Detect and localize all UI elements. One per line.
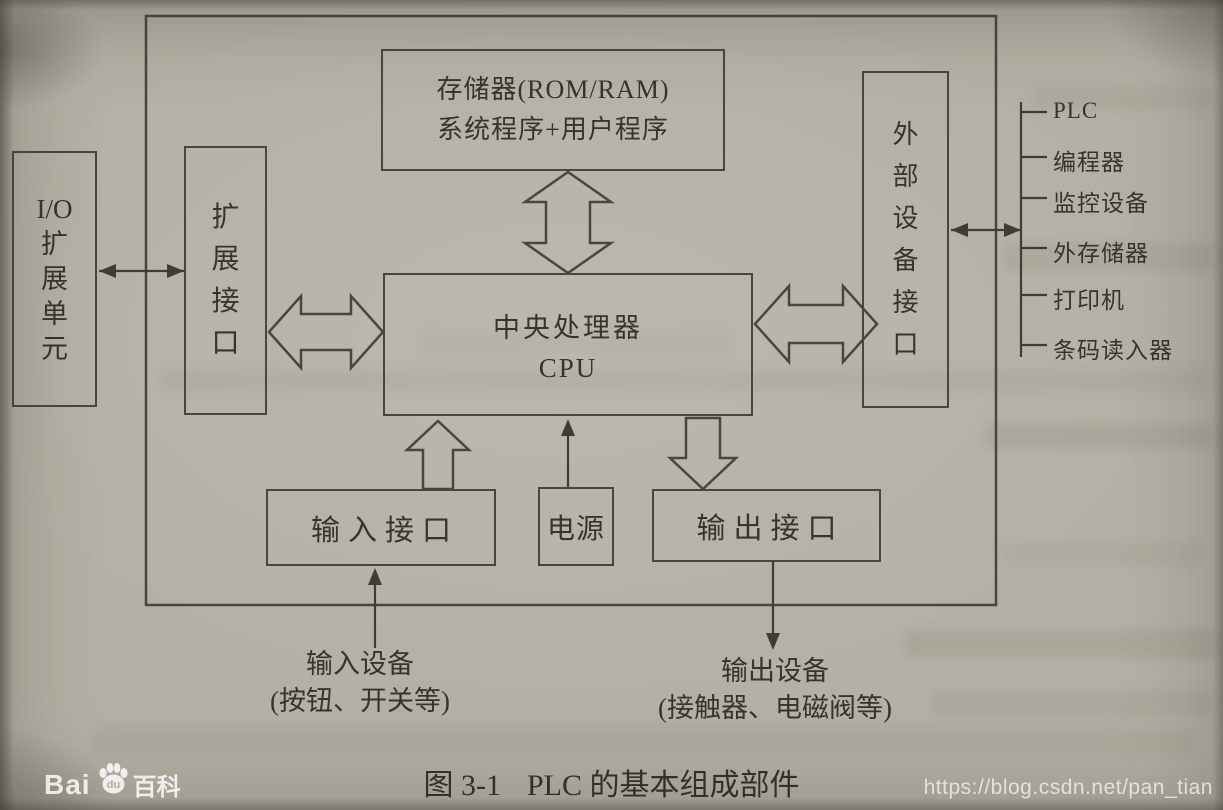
box-label: 口 bbox=[211, 327, 240, 359]
arrowhead bbox=[561, 419, 575, 436]
cpu-line2: CPU bbox=[538, 352, 598, 383]
output-devices-line1: 输出设备 bbox=[721, 656, 829, 686]
figure-number: 图 3-1 bbox=[423, 769, 501, 802]
baidu-logo-text: Bai bbox=[44, 768, 91, 800]
expansion-interface-box: 扩 展 接 口 bbox=[184, 146, 267, 415]
box-label: 元 bbox=[41, 333, 68, 364]
arrowhead bbox=[951, 223, 968, 237]
peripheral-item-printer: 打印机 bbox=[1053, 288, 1125, 313]
box-label: 扩 bbox=[41, 228, 68, 259]
box-label: 部 bbox=[892, 161, 919, 191]
box-label: 输入接口 bbox=[310, 514, 459, 547]
arrow-cpu-external bbox=[753, 282, 879, 366]
box-label: 展 bbox=[41, 263, 68, 294]
input-devices-label: 输入设备 (按钮、开关等) bbox=[250, 648, 470, 718]
cpu-box: 中央处理器 CPU bbox=[383, 273, 753, 416]
output-devices-label: 输出设备 (接触器、电磁阀等) bbox=[640, 655, 910, 725]
arrowhead bbox=[1004, 223, 1021, 237]
memory-line2: 系统程序+用户程序 bbox=[437, 115, 669, 144]
cpu-line1: 中央处理器 bbox=[493, 312, 643, 343]
figure-title: PLC 的基本组成部件 bbox=[526, 769, 800, 802]
box-label: 电源 bbox=[546, 513, 605, 545]
output-interface-box: 输出接口 bbox=[652, 489, 881, 562]
arrowhead bbox=[766, 633, 780, 650]
baidu-baike-watermark: Bai du 百科 bbox=[44, 761, 181, 805]
memory-box: 存储器(ROM/RAM) 系统程序+用户程序 bbox=[381, 49, 725, 171]
baidu-paw-icon: du bbox=[95, 761, 131, 802]
baidu-baike-text: 百科 bbox=[132, 774, 181, 801]
power-supply-box: 电源 bbox=[538, 487, 614, 566]
peripheral-item-monitor: 监控设备 bbox=[1053, 191, 1149, 216]
box-label: 扩 bbox=[211, 201, 240, 233]
box-label: 单 bbox=[41, 298, 68, 329]
box-label: 展 bbox=[211, 243, 240, 275]
box-label: 设 bbox=[892, 203, 919, 233]
arrowhead bbox=[99, 264, 116, 278]
io-expansion-unit-box: I/O 扩 展 单 元 bbox=[12, 151, 97, 407]
box-label: 外 bbox=[892, 119, 919, 149]
box-label: 口 bbox=[892, 329, 919, 359]
arrowhead bbox=[368, 568, 382, 585]
svg-text:du: du bbox=[106, 779, 119, 791]
input-devices-line1: 输入设备 bbox=[306, 649, 414, 679]
box-label: 输出接口 bbox=[696, 512, 845, 545]
arrow-expansion-cpu bbox=[267, 292, 385, 372]
input-devices-line2: (按钮、开关等) bbox=[270, 686, 450, 717]
arrow-input-cpu bbox=[403, 419, 473, 491]
external-device-interface-box: 外 部 设 备 接 口 bbox=[862, 71, 949, 408]
box-label: I/O bbox=[36, 193, 73, 224]
input-interface-box: 输入接口 bbox=[266, 489, 496, 566]
memory-line1: 存储器(ROM/RAM) bbox=[436, 74, 670, 104]
arrow-cpu-output bbox=[666, 416, 740, 491]
csdn-url-watermark: https://blog.csdn.net/pan_tian bbox=[923, 776, 1213, 799]
output-devices-line2: (接触器、电磁阀等) bbox=[658, 693, 892, 724]
peripheral-item-plc: PLC bbox=[1053, 98, 1099, 123]
peripheral-item-external-storage: 外存储器 bbox=[1053, 241, 1149, 266]
box-label: 接 bbox=[211, 285, 240, 317]
box-label: 备 bbox=[892, 245, 919, 275]
peripheral-item-programmer: 编程器 bbox=[1053, 150, 1125, 175]
arrow-memory-cpu bbox=[521, 170, 615, 275]
peripheral-item-barcode-reader: 条码读入器 bbox=[1053, 338, 1173, 363]
arrowhead bbox=[167, 264, 184, 278]
box-label: 接 bbox=[892, 287, 919, 317]
